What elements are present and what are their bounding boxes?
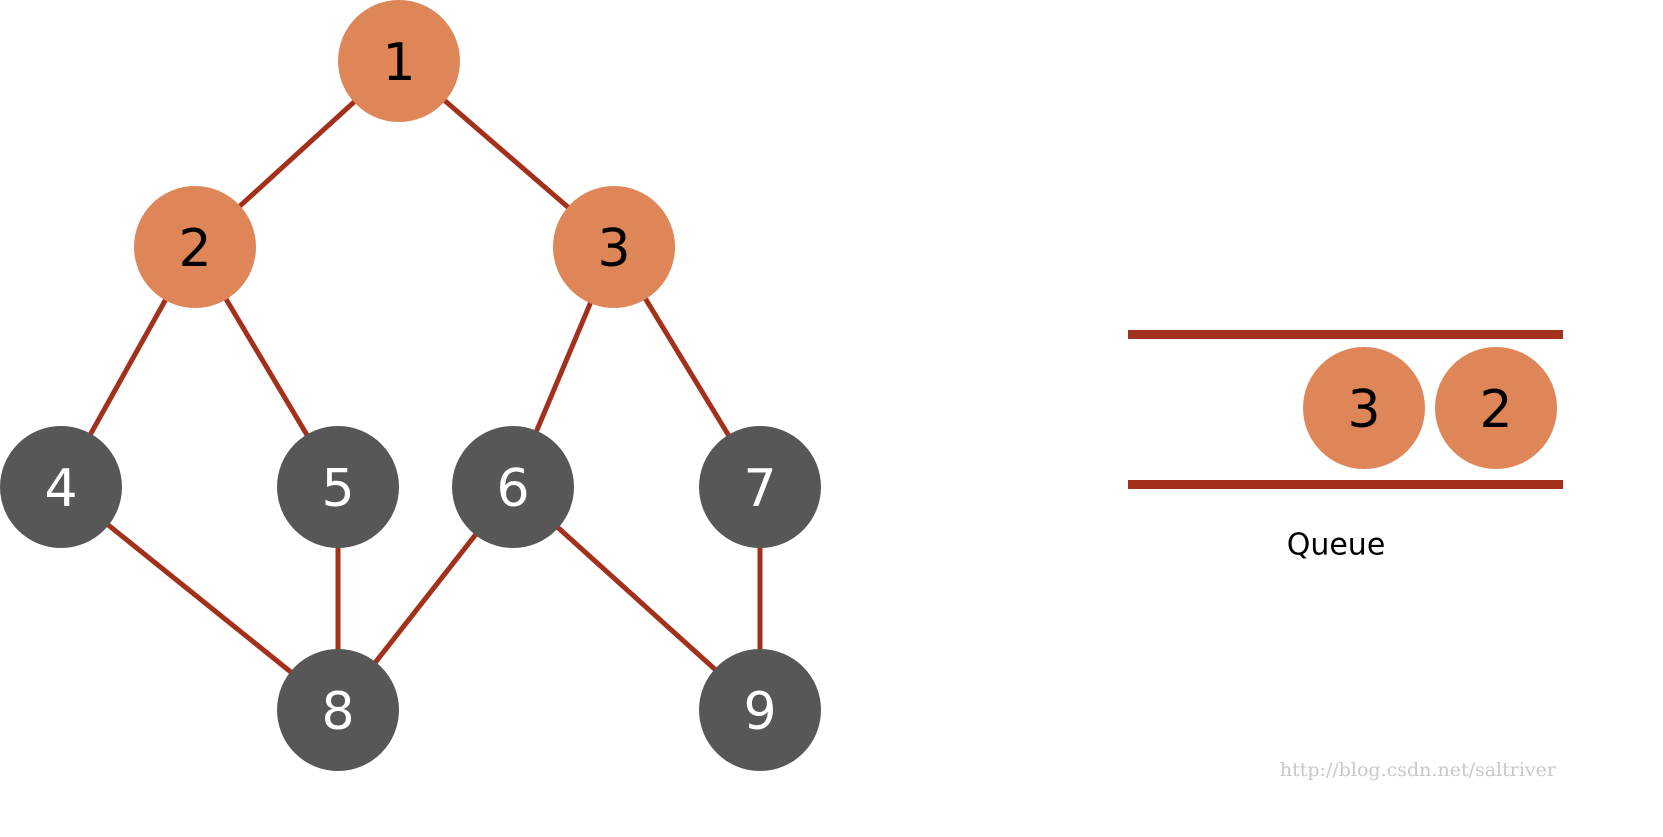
node-circle xyxy=(699,426,821,548)
graph-edges xyxy=(58,59,763,712)
queue-item-label: 3 xyxy=(1347,380,1380,440)
queue-item-circle xyxy=(1435,347,1557,469)
node-circle xyxy=(699,649,821,771)
node-label: 7 xyxy=(743,459,776,519)
queue-bottom-rail xyxy=(1128,480,1563,489)
node-label: 4 xyxy=(44,459,77,519)
node-circle xyxy=(452,426,574,548)
node-label: 5 xyxy=(321,459,354,519)
queue-caption: Queue xyxy=(1287,528,1386,563)
node-label: 6 xyxy=(496,459,529,519)
node-circle xyxy=(553,186,675,308)
queue-item-label: 2 xyxy=(1479,380,1512,440)
node-7: 7 xyxy=(699,426,821,548)
node-4: 4 xyxy=(0,426,122,548)
node-circle xyxy=(277,649,399,771)
queue-item-2: 2 xyxy=(1435,347,1557,469)
node-2: 2 xyxy=(134,186,256,308)
queue-item-3: 3 xyxy=(1303,347,1425,469)
node-8: 8 xyxy=(277,649,399,771)
node-6: 6 xyxy=(452,426,574,548)
node-label: 2 xyxy=(178,219,211,279)
node-5: 5 xyxy=(277,426,399,548)
node-label: 9 xyxy=(743,682,776,742)
graph-nodes: 1 2 3 4 5 6 7 8 9 xyxy=(0,0,821,771)
node-1: 1 xyxy=(338,0,460,122)
queue-top-rail xyxy=(1128,330,1563,339)
node-label: 1 xyxy=(382,33,415,93)
node-label: 8 xyxy=(321,682,354,742)
watermark: http://blog.csdn.net/saltriver xyxy=(1280,759,1557,781)
node-circle xyxy=(134,186,256,308)
node-circle xyxy=(0,426,122,548)
node-3: 3 xyxy=(553,186,675,308)
node-circle xyxy=(277,426,399,548)
node-circle xyxy=(338,0,460,122)
node-label: 3 xyxy=(597,219,630,279)
node-9: 9 xyxy=(699,649,821,771)
queue-item-circle xyxy=(1303,347,1425,469)
